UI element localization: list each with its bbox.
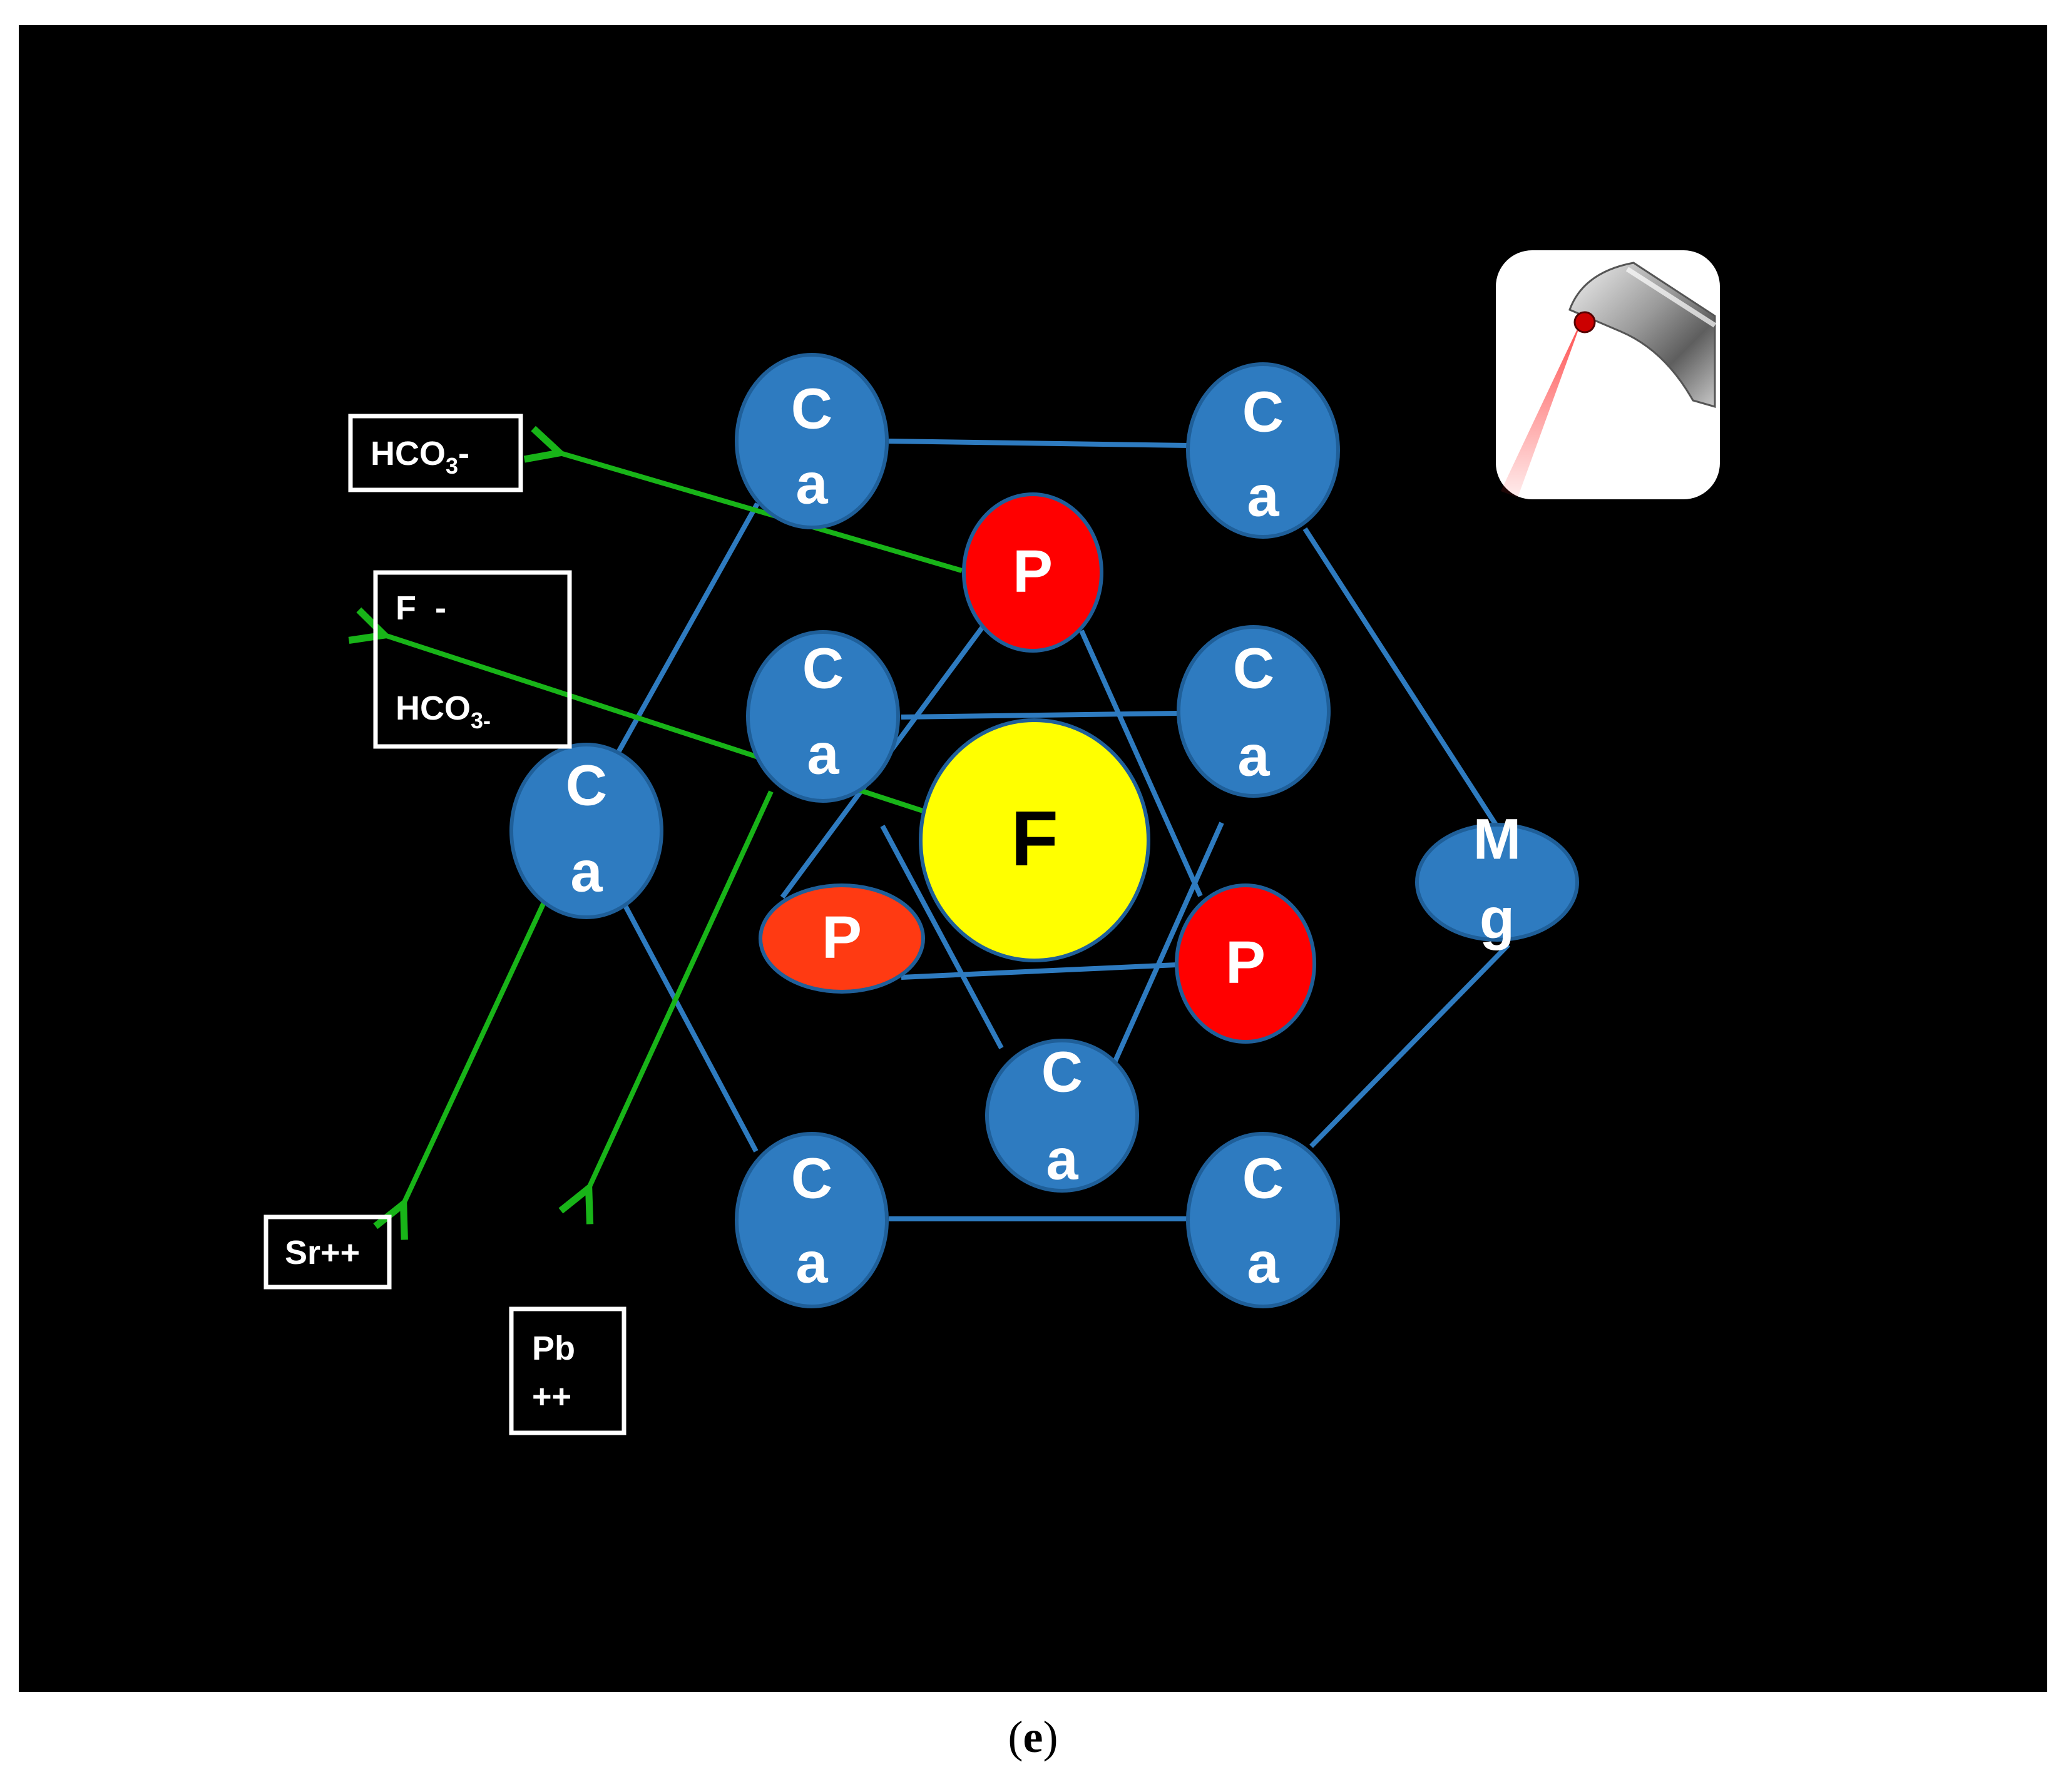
p-atom-left: P <box>759 883 925 994</box>
f-atom-center: F <box>919 718 1150 962</box>
svg-text:P: P <box>822 904 862 970</box>
svg-text:a: a <box>1247 1231 1279 1295</box>
f-hco3-label-box: F - HCO3- <box>373 570 572 749</box>
svg-text:HCO3-: HCO3- <box>371 435 469 479</box>
svg-text:F: F <box>1011 796 1058 882</box>
svg-text:C: C <box>566 753 607 817</box>
arrow-f-to-f-hco3 <box>381 634 966 827</box>
svg-text:a: a <box>795 1231 828 1295</box>
svg-text:a: a <box>807 722 839 786</box>
svg-text:++: ++ <box>532 1378 571 1415</box>
svg-text:C: C <box>802 636 844 700</box>
ca-atom-outer-bottom-right: C a <box>1186 1132 1340 1308</box>
svg-text:M: M <box>1473 807 1521 871</box>
figure-caption: (e) <box>1008 1712 1058 1762</box>
ca-atom-outer-top-left: C a <box>735 353 889 529</box>
svg-text:a: a <box>570 840 603 904</box>
svg-text:C: C <box>791 1146 832 1210</box>
svg-text:a: a <box>795 452 828 516</box>
svg-text:Sr++: Sr++ <box>285 1234 360 1271</box>
svg-text:a: a <box>1237 724 1270 788</box>
ca-atom-outer-top-right: C a <box>1186 362 1340 539</box>
svg-text:HCO3-: HCO3- <box>396 690 491 733</box>
svg-text:C: C <box>791 377 832 440</box>
svg-text:g: g <box>1480 887 1515 950</box>
svg-text:a: a <box>1046 1128 1078 1191</box>
ca-atom-inner-bottom: C a <box>985 1039 1139 1193</box>
ca-atom-inner-top-left: C a <box>746 630 900 803</box>
bond-lines <box>610 439 1510 1221</box>
hco3-label-box: HCO3- <box>348 414 523 492</box>
pb-label-box: Pb ++ <box>509 1306 626 1435</box>
svg-text:P: P <box>1013 537 1053 604</box>
mg-atom: M g <box>1415 807 1579 950</box>
sr-label-box: Sr++ <box>263 1214 392 1290</box>
ca-atom-outer-bottom-left: C a <box>735 1132 889 1308</box>
arrow-p-to-hco3 <box>556 452 963 573</box>
svg-text:C: C <box>1233 636 1274 700</box>
svg-text:Pb: Pb <box>532 1330 575 1367</box>
ca-atom-inner-top-right: C a <box>1177 625 1331 798</box>
p-atom-top: P <box>962 492 1103 653</box>
arrow-ca-to-pb <box>587 790 774 1192</box>
svg-text:C: C <box>1242 380 1284 444</box>
svg-text:F -: F - <box>396 589 446 627</box>
laser-handpiece-icon <box>1496 250 1720 499</box>
svg-text:P: P <box>1225 929 1266 995</box>
svg-text:C: C <box>1242 1146 1284 1210</box>
ca-atom-outer-left: C a <box>509 743 663 919</box>
svg-text:a: a <box>1247 464 1279 528</box>
p-atom-right: P <box>1175 883 1316 1044</box>
svg-text:C: C <box>1041 1040 1083 1104</box>
migration-arrows <box>381 452 966 1208</box>
